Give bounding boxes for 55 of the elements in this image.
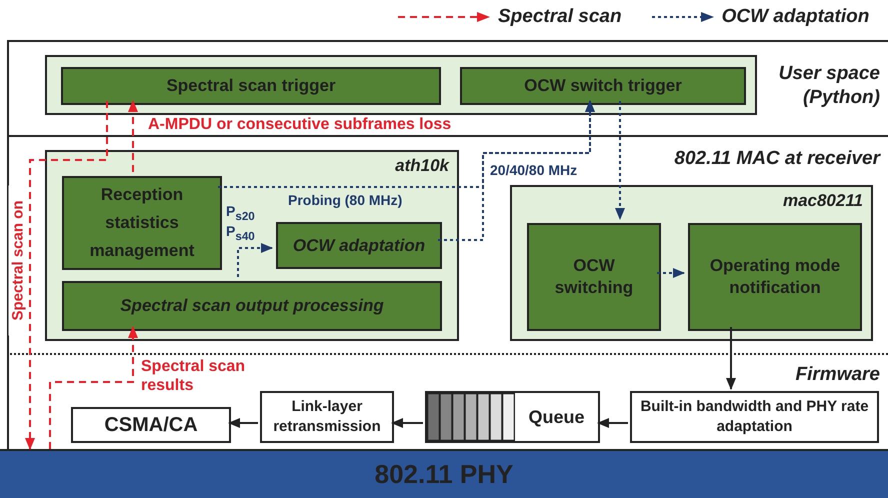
layer-band: [7, 40, 888, 136]
box-label: CSMA/CA: [104, 415, 198, 435]
layer-title: 802.11 MAC at receiver: [673, 147, 880, 171]
phy-layer-band: [0, 449, 888, 498]
box-label: Spectral scan trigger: [166, 75, 336, 97]
process-box: [61, 67, 441, 105]
module-title: mac80211: [782, 191, 863, 211]
layer-band: [7, 135, 888, 353]
arrow: [128, 100, 138, 172]
box-label: OCW switch trigger: [524, 75, 682, 97]
power-label: P$_{s20}$: [226, 203, 255, 225]
process-box: [62, 176, 222, 270]
process-box: [460, 67, 746, 105]
module-title: ath10k: [395, 156, 449, 176]
edge-label: Spectral scan results: [141, 357, 246, 395]
firmware-box: [630, 391, 879, 443]
edge-label: Spectral scan on: [8, 186, 28, 336]
layer-title: User space (Python): [778, 62, 880, 110]
edge-label: Probing (80 MHz): [288, 191, 404, 210]
arrow: [25, 101, 108, 450]
power-label: P$_{s40}$: [226, 223, 255, 245]
box-label: OCW switching: [554, 255, 634, 299]
arrow: [391, 418, 423, 428]
arrow: [438, 100, 595, 241]
legend-label: Spectral scan: [498, 6, 622, 28]
edge-label: 20/40/80 MHz: [490, 161, 578, 180]
box-label: Reception statistics management: [88, 184, 196, 262]
process-box: [62, 281, 442, 331]
arrow: [237, 243, 273, 277]
arrow: [657, 268, 685, 278]
layer-title: Firmware: [794, 363, 880, 387]
layer-title: 802.11 PHY: [374, 459, 514, 490]
module-panel: [45, 150, 459, 341]
box-label: Operating mode notification: [708, 255, 842, 299]
box-label: Spectral scan output processing: [120, 295, 384, 317]
box-label: Link-layer retransmission: [272, 397, 382, 437]
module-panel: [510, 185, 873, 341]
box-label: Built-in bandwidth and PHY rate adaptation: [639, 397, 870, 437]
arrow: [726, 327, 736, 390]
process-box: [276, 222, 442, 269]
arrow: [615, 101, 625, 220]
layer-band: [7, 353, 888, 449]
box-label: Queue: [528, 407, 584, 427]
arrow: [228, 418, 258, 428]
legend-label: OCW adaptation: [722, 6, 870, 28]
process-box: [688, 223, 862, 331]
group-panel: [45, 55, 757, 115]
arrow: [597, 418, 628, 428]
box-label: OCW adaptation: [292, 234, 426, 256]
firmware-box: [260, 391, 394, 443]
process-box: [527, 223, 661, 331]
arrow: [49, 326, 138, 449]
queue-box: [425, 391, 600, 443]
edge-label: A-MPDU or consecutive subframes loss: [148, 115, 452, 134]
firmware-box: [71, 407, 231, 443]
